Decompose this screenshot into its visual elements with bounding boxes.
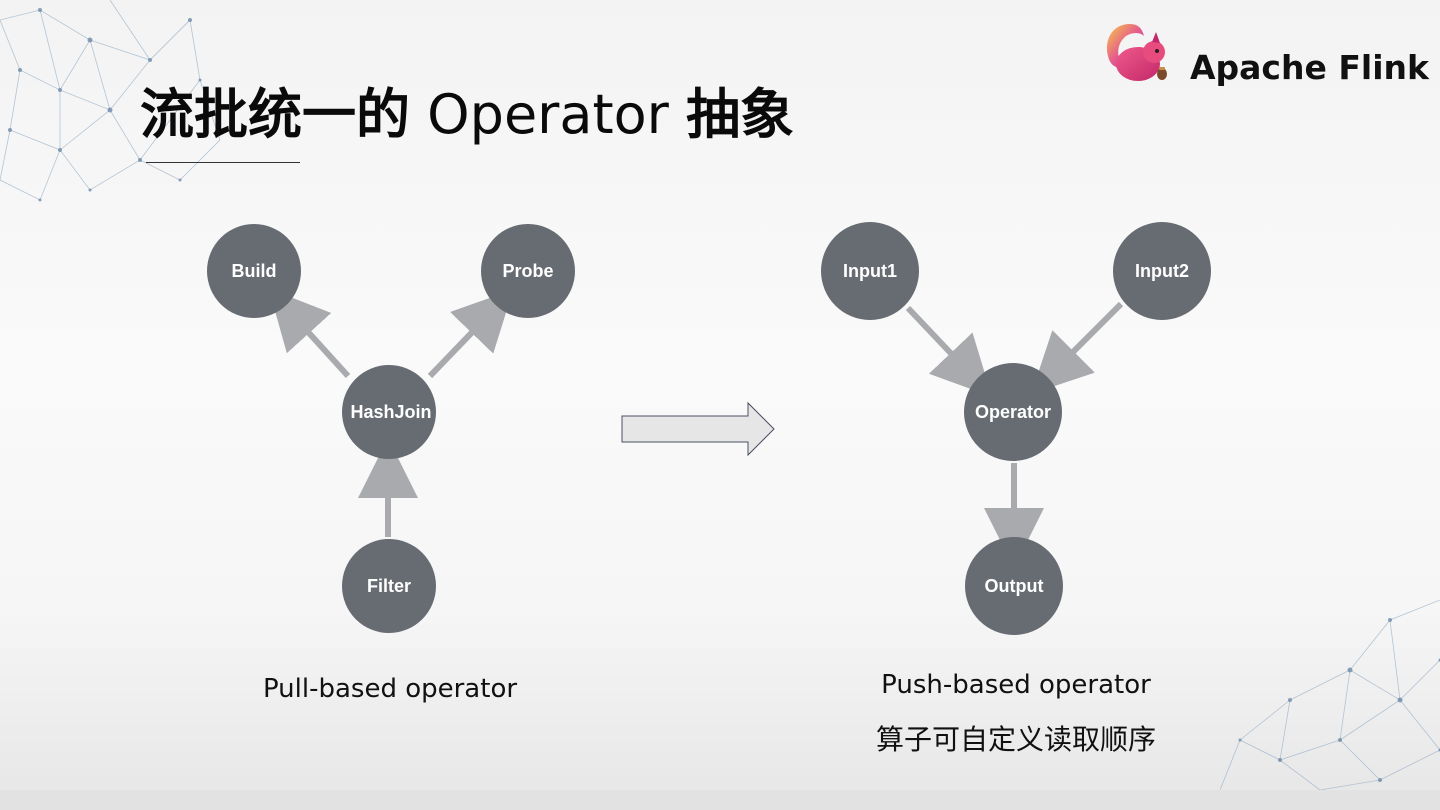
bottom-band bbox=[0, 790, 1440, 810]
title-zh-part2: 抽象 bbox=[686, 83, 795, 146]
push-node-output: Output bbox=[965, 537, 1063, 635]
pull-node-build: Build bbox=[207, 224, 301, 318]
edge-hashjoin-to-probe bbox=[427, 289, 514, 379]
node-label-output: Output bbox=[985, 576, 1044, 596]
flink-squirrel-logo-icon bbox=[1106, 24, 1167, 81]
slide-title: 流批统一的 Operator 抽象 bbox=[140, 82, 794, 148]
node-label-filter: Filter bbox=[367, 576, 411, 596]
edge-input2-to-operator bbox=[1031, 301, 1124, 394]
node-label-operator: Operator bbox=[975, 402, 1051, 422]
edge-input1-to-operator bbox=[905, 305, 992, 397]
node-label-input1: Input1 bbox=[843, 261, 897, 281]
title-en-part: Operator bbox=[427, 83, 669, 146]
push-caption: Push-based operator bbox=[881, 670, 1151, 700]
pull-node-probe: Probe bbox=[481, 224, 575, 318]
push-diagram-edges bbox=[905, 301, 1124, 568]
node-label-input2: Input2 bbox=[1135, 261, 1189, 281]
title-underline bbox=[146, 162, 300, 163]
push-node-operator: Operator bbox=[964, 363, 1062, 461]
node-label-hashjoin: HashJoin bbox=[350, 402, 431, 422]
edge-hashjoin-to-build bbox=[268, 288, 351, 379]
pull-caption: Pull-based operator bbox=[262, 674, 518, 704]
pull-node-filter: Filter bbox=[342, 539, 436, 633]
push-subcaption: 算子可自定义读取顺序 bbox=[875, 723, 1156, 756]
title-zh-part1: 流批统一的 bbox=[140, 83, 410, 146]
node-label-build: Build bbox=[232, 261, 277, 281]
node-label-probe: Probe bbox=[502, 261, 553, 281]
pull-diagram-edges bbox=[268, 288, 514, 537]
push-node-input1: Input1 bbox=[821, 222, 919, 320]
pull-node-hashjoin: HashJoin bbox=[342, 365, 436, 459]
network-decoration-top-left bbox=[0, 0, 221, 202]
transformation-arrow bbox=[621, 401, 775, 457]
push-node-input2: Input2 bbox=[1113, 222, 1211, 320]
logo-text: Apache Flink bbox=[1190, 48, 1429, 87]
network-decoration-bottom-right bbox=[1220, 599, 1440, 790]
